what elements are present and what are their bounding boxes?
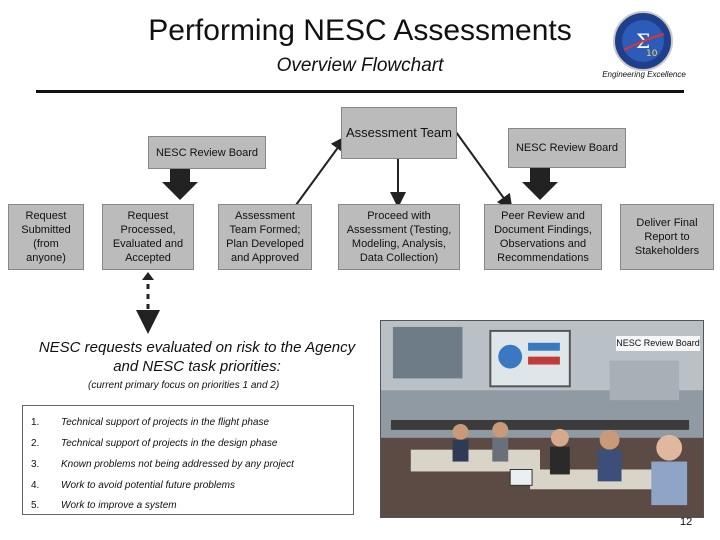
- priority-text: Technical support of projects in the fli…: [61, 417, 270, 428]
- slide-subtitle: Overview Flowchart: [276, 55, 444, 76]
- arrow-board-to-processed: [162, 168, 198, 200]
- step-request-submitted: Request Submitted (from anyone): [8, 204, 84, 270]
- step-proceed-assessment: Proceed with Assessment (Testing, Modeli…: [338, 204, 460, 270]
- priority-text: Work to improve a system: [61, 500, 177, 511]
- page-number: 12: [680, 516, 693, 528]
- title-divider: [36, 90, 684, 93]
- arrow-formed-to-team: [295, 135, 347, 206]
- slide-title: Performing NESC Assessments: [148, 14, 572, 47]
- priority-item: 3. Known problems not being addressed by…: [23, 454, 353, 475]
- priorities-list: 1. Technical support of projects in the …: [22, 405, 354, 515]
- step-peer-review: Peer Review and Document Findings, Obser…: [484, 204, 602, 270]
- dashed-arrow-tail: [142, 272, 154, 280]
- priority-text: Known problems not being addressed by an…: [61, 459, 294, 470]
- nesc-logo-icon: Σ 10: [613, 11, 673, 71]
- arrow-board-to-review: [522, 168, 558, 200]
- review-board-box-right: NESC Review Board: [508, 128, 626, 168]
- priority-item: 5. Work to improve a system: [23, 495, 353, 516]
- review-board-box-left: NESC Review Board: [148, 136, 266, 169]
- priorities-note: (current primary focus on priorities 1 a…: [88, 380, 280, 391]
- priorities-heading: NESC requests evaluated on risk to the A…: [38, 339, 356, 375]
- priority-text: Technical support of projects in the des…: [61, 438, 278, 449]
- priority-number: 1.: [31, 417, 40, 428]
- priority-number: 3.: [31, 459, 40, 470]
- step-team-formed: Assessment Team Formed; Plan Developed a…: [218, 204, 312, 270]
- priority-number: 4.: [31, 480, 40, 491]
- photo-caption: NESC Review Board: [616, 336, 700, 351]
- priority-number: 5.: [31, 500, 40, 511]
- logo-tagline: Engineering Excellence: [602, 70, 686, 79]
- step-deliver-report: Deliver Final Report to Stakeholders: [620, 204, 714, 270]
- priority-item: 1. Technical support of projects in the …: [23, 412, 353, 433]
- priority-number: 2.: [31, 438, 40, 449]
- priority-text: Work to avoid potential future problems: [61, 480, 235, 491]
- step-request-processed: Request Processed, Evaluated and Accepte…: [102, 204, 194, 270]
- svg-text:10: 10: [646, 49, 658, 59]
- arrow-team-to-peer: [455, 131, 513, 211]
- priority-item: 4. Work to avoid potential future proble…: [23, 475, 353, 496]
- review-board-meeting-photo: [380, 320, 704, 518]
- assessment-team-box: Assessment Team: [341, 107, 457, 159]
- priority-item: 2. Technical support of projects in the …: [23, 433, 353, 454]
